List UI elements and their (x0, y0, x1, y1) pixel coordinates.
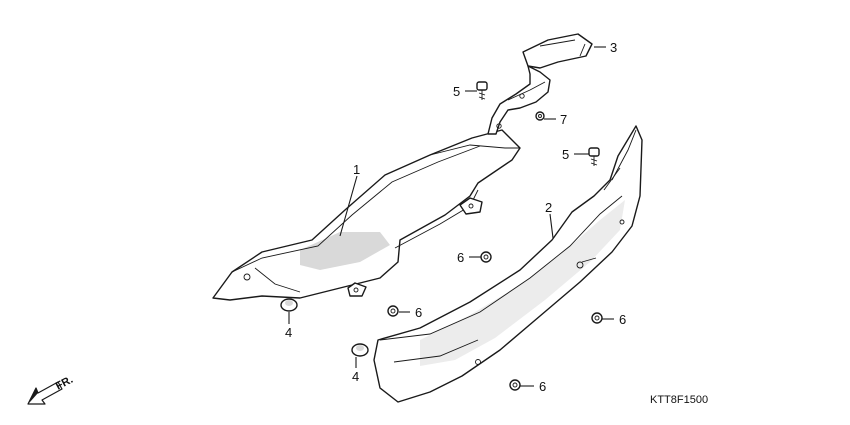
screw-5-top (476, 81, 488, 100)
callout-6-bottom: 6 (539, 379, 546, 394)
callout-3: 3 (610, 40, 617, 55)
leader-2 (549, 213, 554, 239)
callout-2: 2 (545, 200, 552, 215)
callout-6-right: 6 (619, 312, 626, 327)
bolt-6-right (591, 312, 603, 324)
bolt-7 (535, 111, 545, 121)
bolt-6-middle (480, 251, 492, 263)
direction-label: FR. (54, 374, 75, 393)
diagram-code: KTT8F1500 (650, 394, 708, 406)
callout-4-left: 4 (285, 325, 292, 340)
callout-6-middle: 6 (457, 250, 464, 265)
bolt-6-bottom (509, 379, 521, 391)
side-cover-left (212, 129, 521, 301)
front-arrow-icon (27, 381, 63, 405)
callout-4-right: 4 (352, 369, 359, 384)
callout-1: 1 (353, 162, 360, 177)
grommet-4-left (280, 298, 298, 312)
side-cover-right (373, 125, 643, 403)
rear-bracket (487, 33, 593, 135)
grommet-4-right (351, 343, 369, 357)
callout-5-right: 5 (562, 147, 569, 162)
leader-1 (339, 175, 358, 237)
bolt-6-left (387, 305, 399, 317)
callout-6-left: 6 (415, 305, 422, 320)
callout-5-top: 5 (453, 84, 460, 99)
callout-7: 7 (560, 112, 567, 127)
screw-5-right (588, 147, 600, 166)
